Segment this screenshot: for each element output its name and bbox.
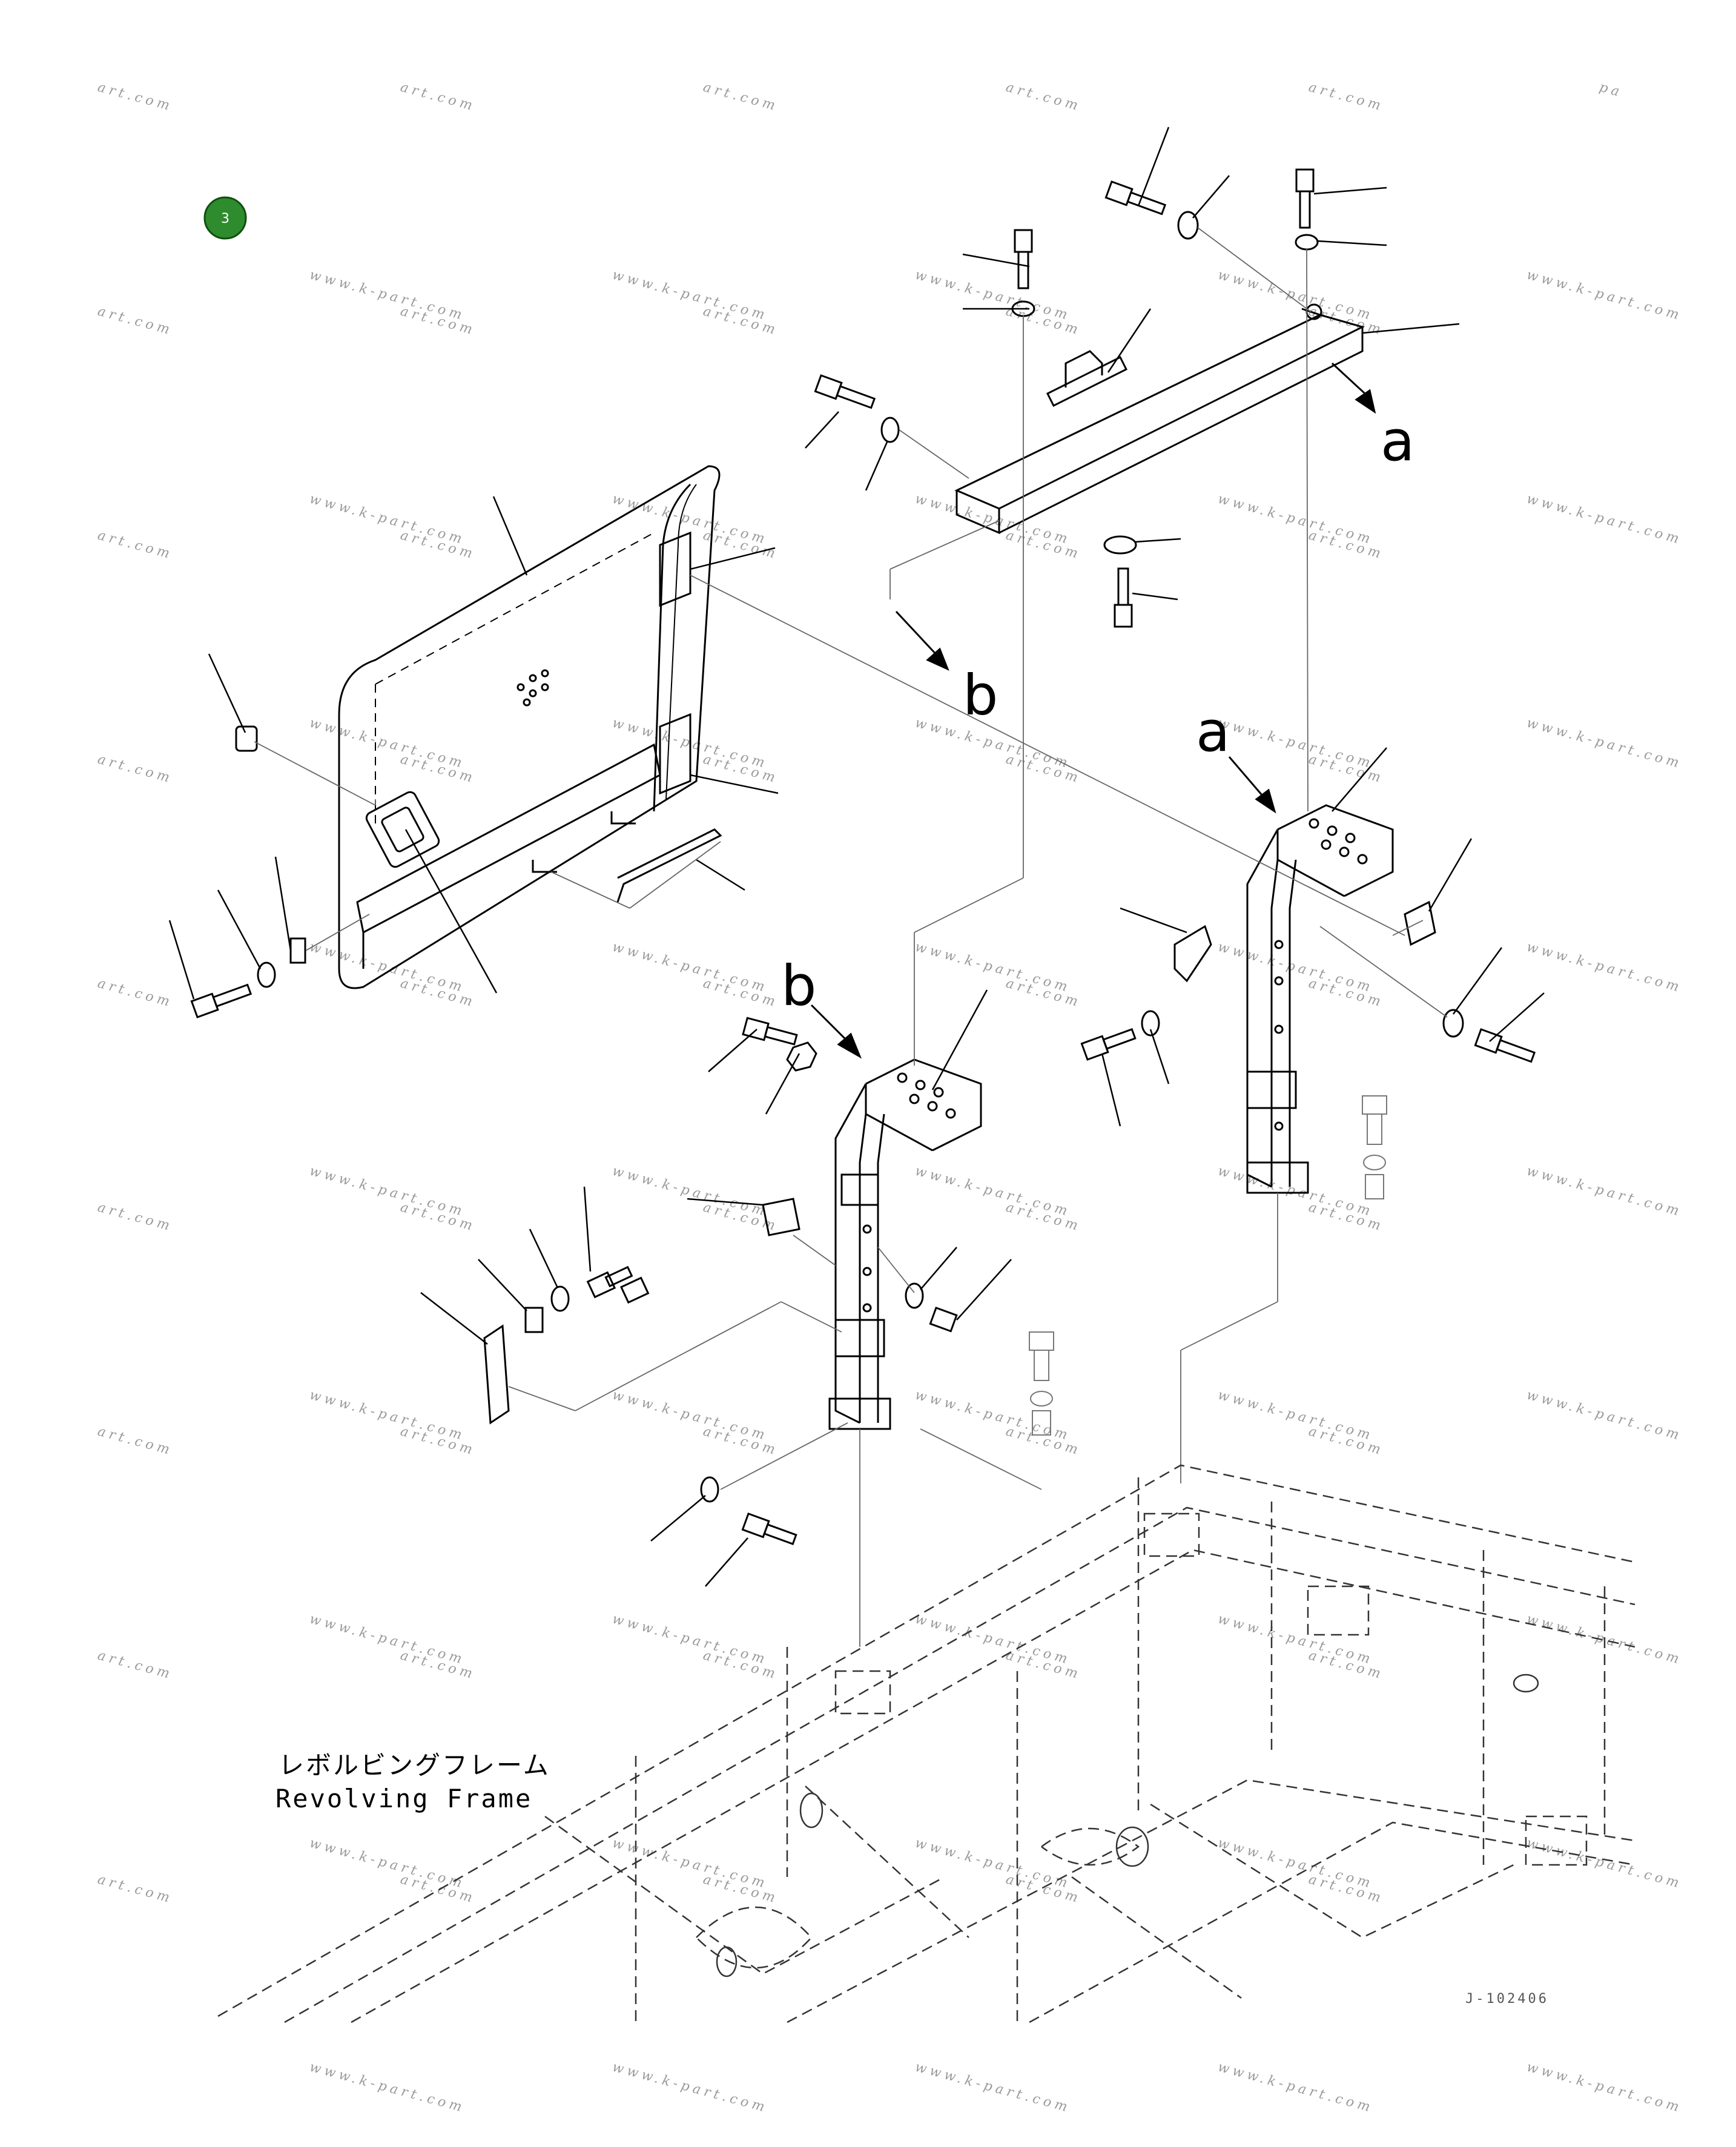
fasteners <box>190 168 1536 1546</box>
watermark-text: www.k-part.com <box>1525 1836 1684 1892</box>
frame-label-en: Revolving Frame <box>276 1784 532 1813</box>
watermark-text: art.com <box>96 752 174 787</box>
watermark-text: www.k-part.com <box>1525 716 1684 772</box>
bolt <box>190 983 252 1018</box>
washer <box>1442 1009 1464 1038</box>
washer <box>257 961 276 988</box>
watermark-text: www.k-part.com <box>1525 2060 1684 2116</box>
side-cover-panel <box>338 465 722 989</box>
ghost-fasteners <box>1029 1095 1387 1436</box>
top-cross-bar <box>954 303 1365 535</box>
watermark-text: art.com <box>96 1648 174 1683</box>
washer <box>1103 535 1137 555</box>
bolt <box>929 1307 958 1333</box>
stand-b <box>483 1058 982 1430</box>
watermark-text: art.com <box>96 1200 174 1235</box>
callout-b-top: b <box>963 663 998 728</box>
watermark-text: art.com <box>398 80 477 114</box>
washer <box>880 417 900 443</box>
watermark-text: www.k-part.com <box>1525 492 1684 548</box>
washer <box>700 1476 719 1503</box>
watermark-text: www.k-part.com <box>610 2060 770 2116</box>
clip <box>289 937 306 964</box>
watermark-text: www.k-part.com <box>1525 268 1684 324</box>
watermark-text: art.com <box>96 528 174 562</box>
drawing-code: J-102406 <box>1465 1991 1549 2007</box>
clip <box>235 725 258 752</box>
bolt <box>586 1265 633 1299</box>
washer <box>550 1285 570 1312</box>
clip <box>524 1307 544 1333</box>
callout-a-stand: a <box>1196 699 1230 764</box>
bolt <box>1295 168 1315 229</box>
watermark-text: www.k-part.com <box>1525 1388 1684 1444</box>
bolt <box>742 1017 798 1046</box>
frame-holes <box>716 1674 1539 1977</box>
revolving-frame <box>217 1464 1635 2023</box>
stand-a <box>1173 804 1436 1194</box>
watermark-text: www.k-part.com <box>913 2060 1072 2116</box>
watermark-text: art.com <box>96 80 174 114</box>
badge-circle <box>203 196 247 240</box>
bolt <box>814 374 876 409</box>
watermark-text: art.com <box>96 1424 174 1459</box>
washer <box>905 1282 924 1309</box>
watermark-text: art.com <box>1004 80 1083 114</box>
watermark-text: www.k-part.com <box>1216 2060 1375 2116</box>
watermark-text: www.k-part.com <box>1525 1164 1684 1220</box>
watermark-text: art.com <box>96 304 174 338</box>
badge-number: 3 <box>221 211 229 226</box>
washer <box>1295 234 1319 251</box>
leader-lines <box>168 127 1545 1587</box>
badge: 3 <box>203 196 247 240</box>
washer <box>1177 211 1199 240</box>
nut <box>786 1041 817 1072</box>
bolt <box>619 1276 650 1304</box>
bolt <box>1474 1028 1536 1063</box>
bolt <box>1014 229 1033 289</box>
bolt <box>741 1512 797 1546</box>
assembly-lines <box>254 227 1448 1647</box>
callout-arrows <box>810 362 1376 1059</box>
frame-label-jp: レボルビングフレーム <box>279 1750 550 1780</box>
watermark-text: art.com <box>701 80 780 114</box>
callout-a-top: a <box>1381 409 1414 473</box>
washer <box>1141 1010 1160 1037</box>
watermark-text: art.com <box>1307 80 1385 114</box>
watermark-text: www.k-part.com <box>1525 940 1684 996</box>
watermark-text: art.com <box>96 976 174 1011</box>
watermark-text: www.k-part.com <box>308 2060 467 2116</box>
bolt <box>1114 567 1133 628</box>
bolt <box>1104 180 1167 216</box>
watermark-edge-text: pa <box>1597 80 1624 101</box>
watermark-text: art.com <box>96 1872 174 1907</box>
bolt <box>1080 1027 1137 1061</box>
callout-b-stand: b <box>781 954 816 1018</box>
